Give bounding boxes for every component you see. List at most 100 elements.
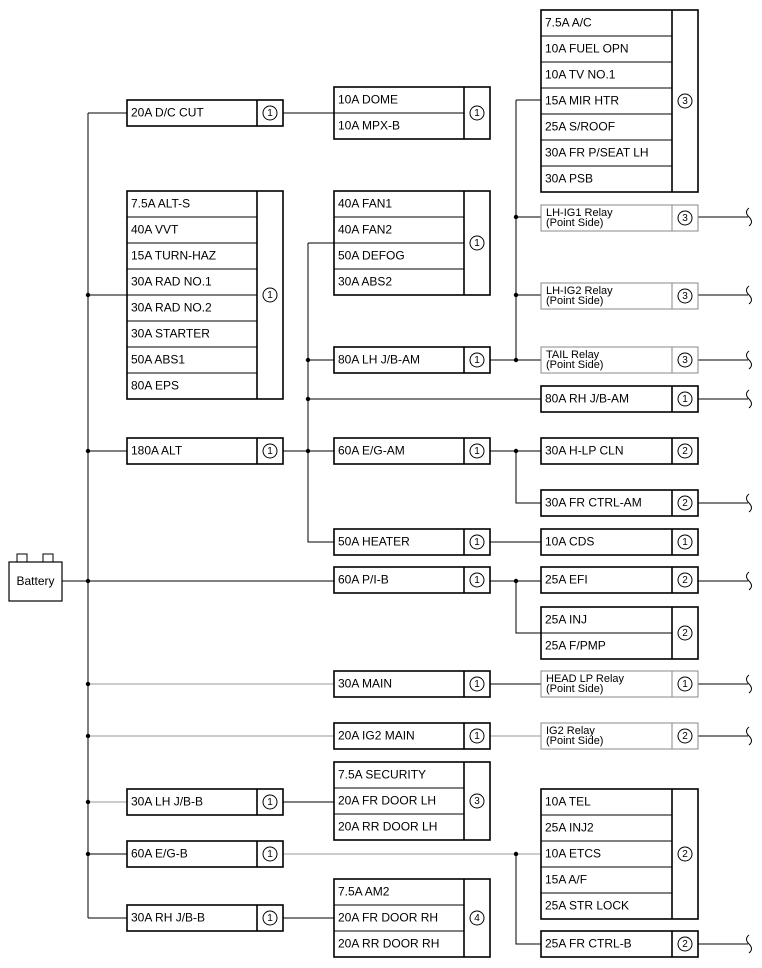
wire-break-symbol bbox=[746, 934, 752, 954]
wire bbox=[515, 854, 541, 945]
fuse-label: 15A MIR HTR bbox=[545, 94, 619, 108]
connector-number: 1 bbox=[682, 394, 688, 405]
connector-number: 2 bbox=[682, 731, 688, 742]
fuse-label: 10A FUEL OPN bbox=[545, 42, 629, 56]
fuse-box bbox=[333, 346, 491, 374]
wire-break-symbol bbox=[746, 571, 752, 591]
fuse-label: 30A PSB bbox=[545, 172, 593, 186]
connector-number-circle bbox=[469, 534, 485, 550]
fuse-label: 30A RAD NO.2 bbox=[131, 301, 212, 315]
fuse-box bbox=[333, 670, 491, 698]
fuse-label: 25A S/ROOF bbox=[545, 120, 615, 134]
connector-number: 2 bbox=[682, 498, 688, 509]
fuse-label: 30A RH J/B-B bbox=[131, 911, 205, 925]
connector-number: 1 bbox=[474, 679, 480, 690]
junction-dot bbox=[85, 578, 91, 584]
relay-sublabel: (Point Side) bbox=[546, 359, 603, 371]
junction-dot bbox=[513, 448, 519, 454]
relay-sublabel: (Point Side) bbox=[546, 295, 603, 307]
fuse-label: 50A ABS1 bbox=[131, 353, 185, 367]
connector-number-circle bbox=[262, 910, 278, 926]
connector-number: 2 bbox=[682, 849, 688, 860]
fuse-box bbox=[333, 878, 491, 958]
relay-label: LH-IG1 Relay bbox=[546, 207, 613, 219]
fuse-box bbox=[126, 788, 284, 816]
junction-dot bbox=[85, 851, 91, 857]
relay-label: TAIL Relay bbox=[546, 349, 600, 361]
connector-number: 1 bbox=[267, 849, 273, 860]
fuse-box bbox=[126, 437, 284, 465]
fuse-label: 7.5A SECURITY bbox=[338, 768, 426, 782]
fuse-label: 20A FR DOOR RH bbox=[338, 911, 438, 925]
relay-box bbox=[540, 204, 699, 232]
fuse-box bbox=[126, 99, 284, 127]
connector-number: 1 bbox=[474, 575, 480, 586]
fuse-label: 30A H-LP CLN bbox=[545, 444, 624, 458]
battery-terminal bbox=[16, 553, 28, 563]
connector-number-circle bbox=[469, 352, 485, 368]
relay-sublabel: (Point Side) bbox=[546, 217, 603, 229]
connector-number-circle bbox=[469, 728, 485, 744]
junction-dot bbox=[305, 357, 311, 363]
wire-break-symbol bbox=[746, 726, 752, 746]
fuse-box bbox=[333, 566, 491, 594]
fuse-label: 80A EPS bbox=[131, 379, 179, 393]
fuse-label: 10A DOME bbox=[338, 93, 398, 107]
battery-body bbox=[8, 561, 63, 602]
fuse-label: 80A LH J/B-AM bbox=[338, 353, 420, 367]
junction-dot bbox=[513, 578, 519, 584]
fuse-label: 60A E/G-AM bbox=[338, 444, 405, 458]
relay-label: IG2 Relay bbox=[546, 725, 595, 737]
connector-number: 1 bbox=[267, 797, 273, 808]
connector-number-circle bbox=[677, 728, 693, 744]
fuse-label: 15A TURN-HAZ bbox=[131, 249, 216, 263]
connector-number-circle bbox=[262, 287, 278, 303]
connector-number: 3 bbox=[474, 796, 480, 807]
fuse-label: 80A RH J/B-AM bbox=[545, 392, 629, 406]
wire-break-symbol bbox=[746, 674, 752, 694]
fuse-box bbox=[540, 489, 699, 517]
connector-number-circle bbox=[677, 93, 693, 109]
connector-number: 1 bbox=[267, 446, 273, 457]
fuse-box bbox=[540, 385, 699, 413]
fuse-label: 30A FR P/SEAT LH bbox=[545, 146, 649, 160]
junction-dot bbox=[85, 448, 91, 454]
connector-number-circle bbox=[262, 105, 278, 121]
connector-number: 3 bbox=[682, 355, 688, 366]
fuse-box bbox=[333, 761, 491, 841]
junction-dot bbox=[513, 214, 519, 220]
fuse-label: 40A FAN1 bbox=[338, 197, 392, 211]
connector-number: 1 bbox=[474, 731, 480, 742]
relay-box bbox=[540, 346, 699, 374]
fuse-label: 10A ETCS bbox=[545, 847, 601, 861]
fuse-label: 10A CDS bbox=[545, 535, 594, 549]
fuse-box bbox=[540, 930, 699, 958]
relay-label: HEAD LP Relay bbox=[546, 673, 625, 685]
connector-number: 2 bbox=[682, 446, 688, 457]
fuse-box bbox=[540, 566, 699, 594]
fuse-label: 60A E/G-B bbox=[131, 847, 188, 861]
fuse-label: 30A LH J/B-B bbox=[131, 795, 203, 809]
connector-number-circle bbox=[262, 443, 278, 459]
fuse-label: 20A RR DOOR RH bbox=[338, 937, 439, 951]
connector-number-circle bbox=[677, 534, 693, 550]
connector-number: 1 bbox=[474, 355, 480, 366]
connector-number: 3 bbox=[682, 213, 688, 224]
fuse-label: 7.5A A/C bbox=[545, 16, 592, 30]
junction-dot bbox=[85, 681, 91, 687]
relay-box bbox=[540, 282, 699, 310]
fuse-label: 7.5A ALT-S bbox=[131, 197, 190, 211]
wire-break-symbol bbox=[746, 285, 752, 305]
connector-number: 1 bbox=[267, 290, 273, 301]
connector-number-circle bbox=[469, 572, 485, 588]
connector-number-circle bbox=[677, 352, 693, 368]
fuse-box bbox=[333, 86, 491, 140]
fuse-label: 30A RAD NO.1 bbox=[131, 275, 212, 289]
fuse-label: 20A FR DOOR LH bbox=[338, 794, 436, 808]
connector-number: 1 bbox=[474, 537, 480, 548]
battery-icon bbox=[8, 553, 63, 602]
connector-number-circle bbox=[469, 105, 485, 121]
fuse-label: 30A ABS2 bbox=[338, 275, 392, 289]
fuse-box bbox=[540, 437, 699, 465]
